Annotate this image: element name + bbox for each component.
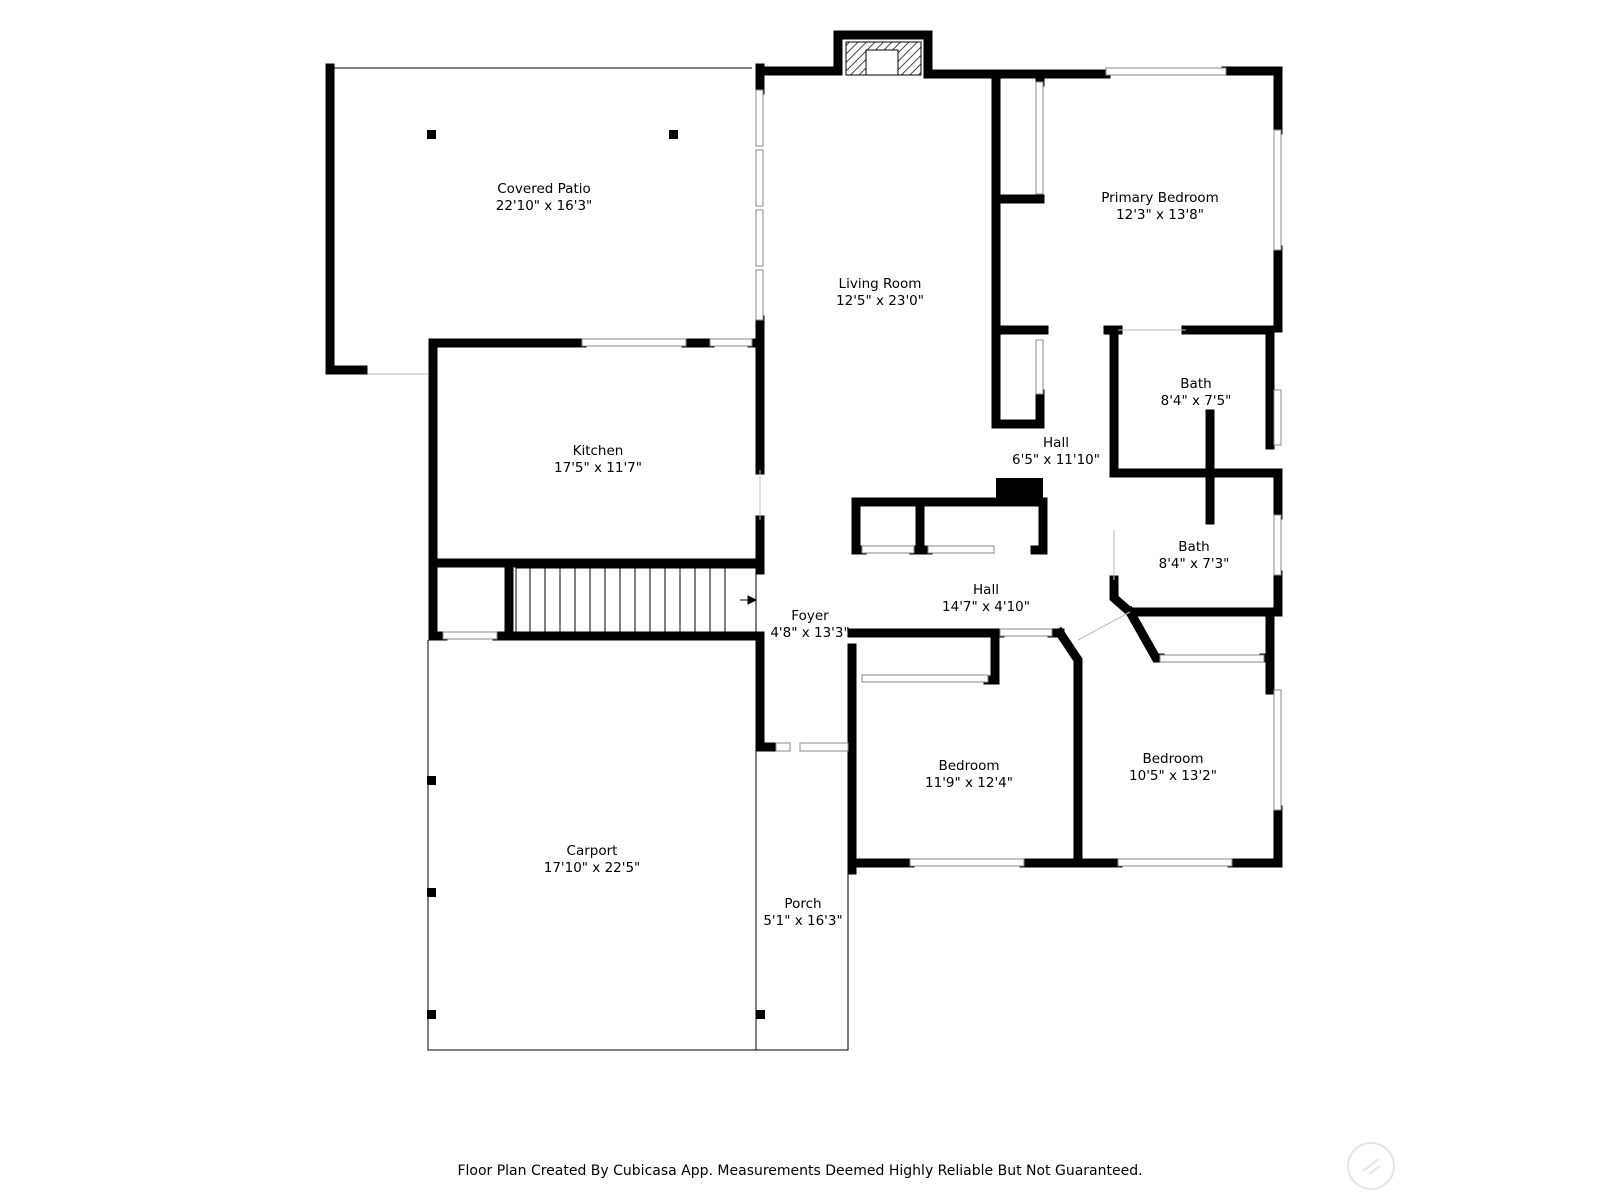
stair-block: [428, 558, 448, 641]
room-dimensions: 17'5" x 11'7": [554, 460, 642, 476]
room-label-primary-bedroom: Primary Bedroom 12'3" x 13'8": [1101, 190, 1219, 224]
room-label-kitchen: Kitchen 17'5" x 11'7": [554, 443, 642, 477]
room-dimensions: 6'5" x 11'10": [1012, 452, 1100, 468]
room-name: Kitchen: [572, 443, 624, 459]
thin-outlines: [330, 67, 849, 1051]
kitchen-wall: [428, 338, 765, 568]
room-label-hall-upper: Hall 6'5" x 11'10": [1012, 435, 1100, 469]
room-name: Carport: [566, 843, 618, 859]
windows: [442, 67, 1282, 867]
room-dimensions: 22'10" x 16'3": [495, 198, 593, 214]
room-dimensions: 4'8" x 13'3": [770, 625, 850, 641]
room-label-hall-lower: Hall 14'7" x 4'10": [942, 582, 1030, 616]
room-name: Living Room: [838, 276, 922, 292]
stairs: [515, 567, 758, 633]
room-dimensions: 5'1" x 16'3": [763, 913, 843, 929]
room-label-carport: Carport 17'10" x 22'5": [544, 843, 641, 877]
room-label-porch: Porch 5'1" x 16'3": [763, 896, 842, 930]
room-name: Foyer: [791, 608, 829, 624]
posts: [427, 130, 765, 1019]
disclaimer-footer: Floor Plan Created By Cubicasa App. Meas…: [457, 1163, 1143, 1179]
north-wall-far: [1221, 66, 1283, 135]
room-name: Bath: [1180, 376, 1212, 392]
room-label-foyer: Foyer 4'8" x 13'3": [770, 608, 849, 642]
room-name: Bedroom: [938, 758, 1000, 774]
room-label-bath-upper: Bath 8'4" x 7'5": [1161, 376, 1232, 410]
fireplace: [845, 41, 922, 76]
room-name: Porch: [784, 896, 822, 912]
room-dimensions: 17'10" x 22'5": [543, 860, 641, 876]
hall-column: [996, 478, 1043, 504]
bedroom-right-top: [1123, 605, 1165, 663]
stair-block-2: [504, 558, 781, 752]
room-name: Primary Bedroom: [1101, 190, 1219, 206]
carport-outline: [427, 640, 849, 1051]
room-label-bath-lower: Bath 8'4" x 7'3": [1159, 539, 1230, 573]
walls: [325, 30, 1283, 875]
watermark-logo-icon: [1347, 1142, 1395, 1190]
room-name: Bath: [1178, 539, 1210, 555]
door-openings: [759, 329, 1186, 641]
bedroom-divider: [1053, 626, 1083, 868]
room-dimensions: 8'4" x 7'5": [1160, 393, 1232, 409]
room-name: Hall: [1043, 435, 1069, 451]
room-dimensions: 14'7" x 4'10": [942, 599, 1030, 615]
primary-closet-wall: [991, 69, 1045, 429]
room-label-covered-patio: Covered Patio 22'10" x 16'3": [496, 181, 593, 215]
bath-lower-wall: [1109, 575, 1283, 617]
room-dimensions: 8'4" x 7'3": [1158, 556, 1230, 572]
hall-counter: [851, 497, 1048, 555]
north-wall-left: [755, 30, 933, 76]
room-label-living-room: Living Room 12'5" x 23'0": [836, 276, 924, 310]
room-dimensions: 10'5" x 13'2": [1129, 768, 1217, 784]
room-label-bedroom-right: Bedroom 10'5" x 13'2": [1129, 751, 1217, 785]
room-dimensions: 12'3" x 13'8": [1116, 207, 1204, 223]
room-name: Covered Patio: [497, 181, 591, 197]
room-label-bedroom-center: Bedroom 11'9" x 12'4": [925, 758, 1013, 792]
room-dimensions: 12'5" x 23'0": [836, 293, 924, 309]
room-dimensions: 11'9" x 12'4": [925, 775, 1013, 791]
bedroom-center-top: [847, 628, 1000, 685]
patio-wall: [325, 63, 368, 375]
room-name: Hall: [973, 582, 999, 598]
room-name: Bedroom: [1142, 751, 1204, 767]
